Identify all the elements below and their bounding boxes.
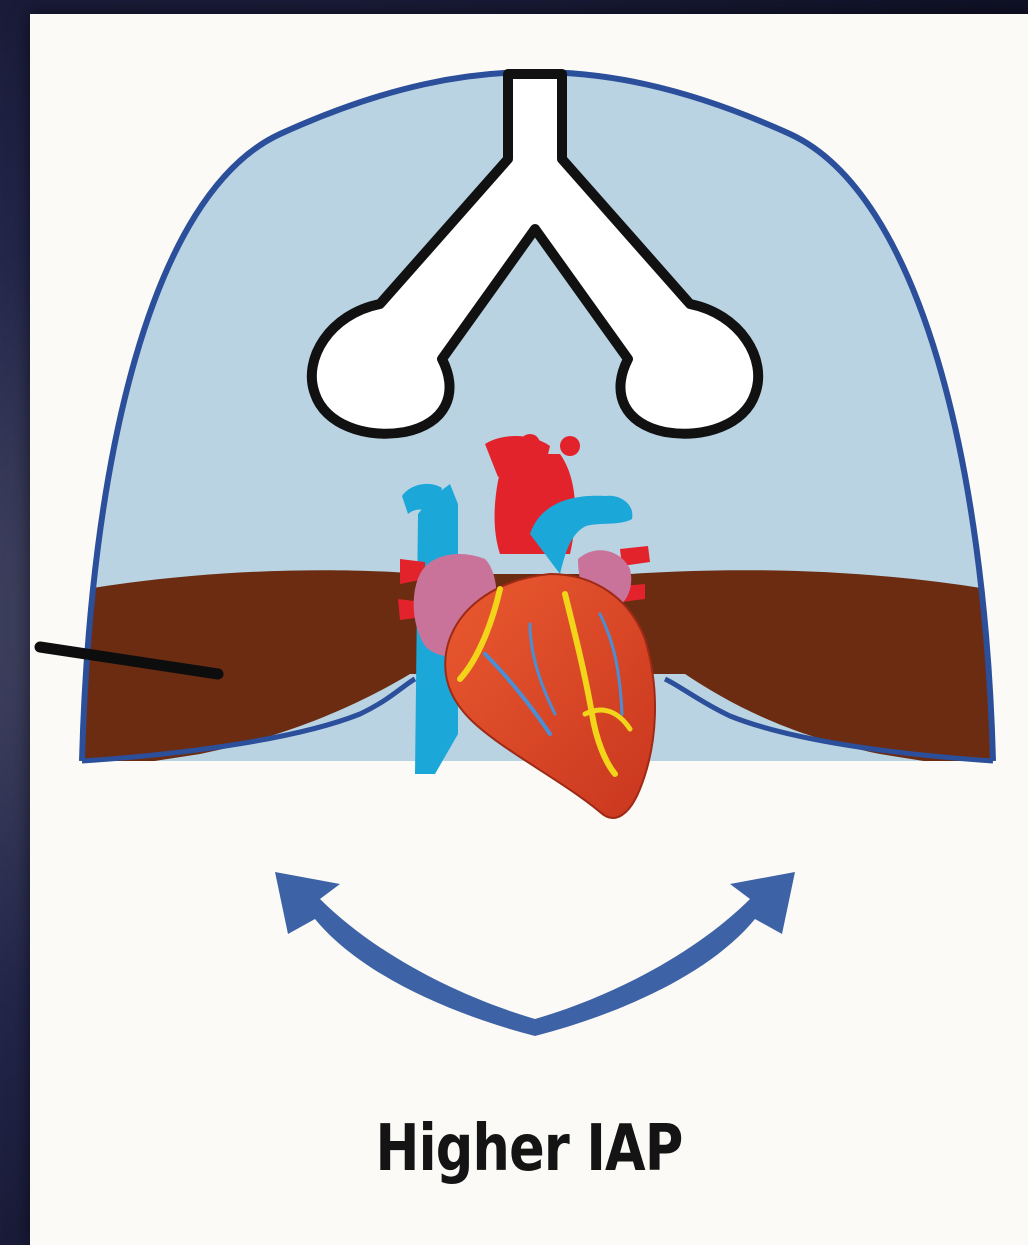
thorax-diagram xyxy=(30,14,1028,1245)
slide: Higher IAP xyxy=(30,14,1028,1245)
curved-arrows-icon xyxy=(275,872,795,1036)
diagram-caption: Higher IAP xyxy=(120,1112,938,1186)
